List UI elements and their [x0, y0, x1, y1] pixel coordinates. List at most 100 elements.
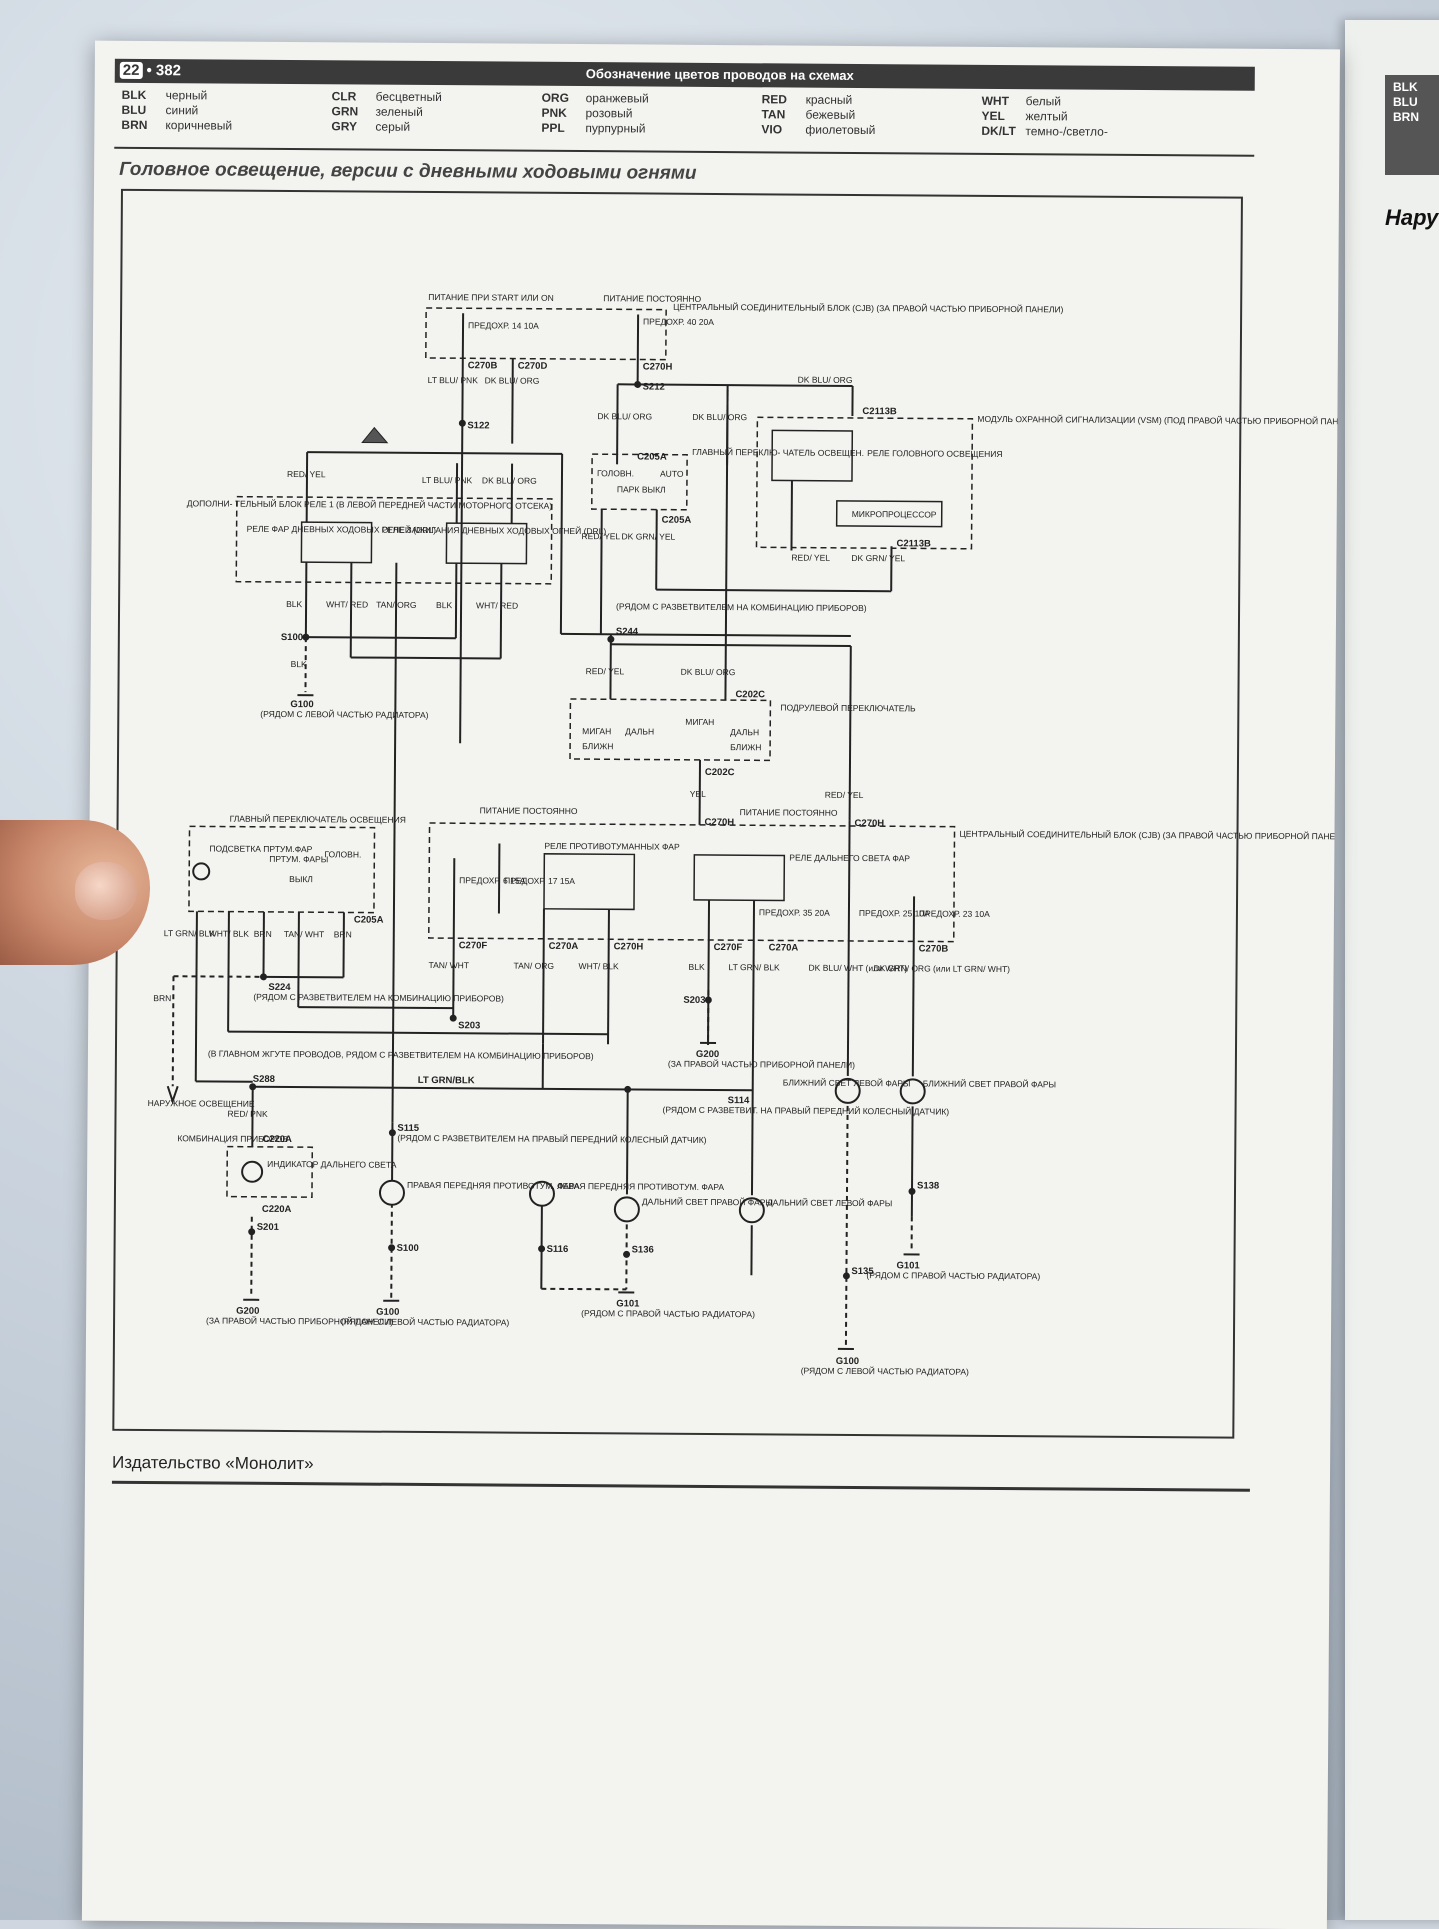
diagram-label: РЕЛЕ ГОЛОВНОГО ОСВЕЩЕНИЯ	[867, 448, 1002, 459]
diagram-label: ПРЕДОХР. 14 10A	[468, 320, 539, 330]
diagram-label: DK BLU/ ORG	[692, 412, 747, 422]
diagram-label: БЛИЖН	[582, 741, 613, 751]
diagram-label: МОДУЛЬ ОХРАННОЙ СИГНАЛИЗАЦИИ (VSM) (ПОД …	[977, 413, 1340, 427]
publisher-footer: Издательство «Монолит»	[112, 1453, 314, 1474]
diagram-label: DK GRN/ YEL	[622, 531, 676, 541]
diagram-label: LT GRN/BLK	[418, 1075, 475, 1086]
diagram-label: (РЯДОМ С ЛЕВОЙ ЧАСТЬЮ РАДИАТОРА)	[801, 1365, 969, 1377]
diagram-label: РЕЛЕ ЗАЖИГАНИЯ ДНЕВНЫХ ХОДОВЫХ ОГНЕЙ (DR…	[382, 524, 607, 537]
diagram-label: ДАЛЬН	[625, 726, 654, 736]
diagram-label: C202C	[705, 767, 735, 778]
diagram-label: BLK	[291, 659, 307, 669]
diagram-label: S122	[467, 420, 489, 431]
diagram-label: DK BLU/ ORG	[482, 475, 537, 485]
diagram-label: ЛЕВАЯ ПЕРЕДНЯЯ ПРОТИВОТУМ. ФАРА	[557, 1181, 724, 1192]
diagram-label: ПРЕДОХР. 40 20A	[643, 316, 714, 326]
diagram-label: DK BLU/ ORG	[485, 375, 540, 385]
diagram-label: TAN/ WHT	[429, 960, 470, 970]
diagram-label: ПИТАНИЕ ПОСТОЯННО	[480, 805, 578, 816]
diagram-label: S203	[458, 1020, 480, 1031]
diagram-label: C270F	[714, 942, 743, 953]
diagram-label: ДОПОЛНИ- ТЕЛЬНЫЙ БЛОК РЕЛЕ 1 (В ЛЕВОЙ ПЕ…	[187, 497, 553, 511]
diagram-label: НАРУЖНОЕ ОСВЕЩЕНИЕ	[148, 1098, 255, 1109]
diagram-label: (РЯДОМ С РАЗВЕТВИТЕЛЕМ НА КОМБИНАЦИЮ ПРИ…	[616, 601, 867, 613]
diagram-label: ПРЕДОХР. 23 10A	[919, 908, 990, 918]
diagram-label: RED/ YEL	[287, 469, 326, 479]
diagram-label: S136	[632, 1244, 654, 1255]
diagram-label: C270F	[459, 940, 488, 951]
diagram-label: ПРТУМ. ФАРЫ	[269, 854, 328, 864]
manual-page: 22• 382 Обозначение цветов проводов на с…	[82, 41, 1340, 1929]
diagram-label: ГЛАВНЫЙ ПЕРЕКЛЮЧАТЕЛЬ ОСВЕЩЕНИЯ	[230, 813, 406, 825]
diagram-label: ДАЛЬН	[730, 727, 759, 737]
adjacent-page: BLK BLU BRN Нару	[1345, 20, 1439, 1920]
diagram-label: РЕЛЕ ПРОТИВОТУМАННЫХ ФАР	[544, 841, 680, 852]
diagram-label: RED/ YEL	[586, 666, 625, 676]
diagram-label: AUTO	[660, 469, 684, 479]
diagram-label: ВЫКЛ	[642, 484, 666, 494]
diagram-label: BRN	[334, 929, 352, 939]
diagram-label: ПАРК	[617, 484, 640, 494]
diagram-label: WHT/ BLK	[209, 928, 250, 938]
diagram-label: RED/ PNK	[227, 1109, 268, 1119]
diagram-label: C205A	[662, 515, 692, 526]
diagram-label: RED/ YEL	[825, 790, 864, 800]
diagram-label: C270H	[614, 941, 644, 952]
diagram-label: МИГАН	[582, 726, 611, 736]
diagram-label: БЛИЖНИЙ СВЕТ ЛЕВОЙ ФАРЫ	[783, 1076, 911, 1088]
diagram-label: TAN/ ORG	[376, 600, 417, 610]
diagram-label: ЦЕНТРАЛЬНЫЙ СОЕДИНИТЕЛЬНЫЙ БЛОК (CJB) (З…	[673, 301, 1063, 315]
diagram-label: ПИТАНИЕ ПРИ START ИЛИ ON	[428, 292, 554, 303]
diagram-label: BLK	[689, 962, 705, 972]
adjacent-heading: Нару	[1385, 205, 1438, 231]
diagram-label: DK BLU/ ORG	[597, 411, 652, 421]
diagram-label: (РЯДОМ С РАЗВЕТВИТ. НА ПРАВЫЙ ПЕРЕДНИЙ К…	[663, 1104, 950, 1117]
diagram-label: WHT/ BLK	[579, 961, 620, 971]
diagram-label: DK GRN/ YEL	[851, 553, 905, 563]
diagram-label: S138	[917, 1180, 939, 1191]
adjacent-code: BRN	[1393, 110, 1419, 124]
diagram-label: C2113B	[896, 538, 931, 549]
diagram-label: WHT/ RED	[476, 600, 518, 610]
diagram-label: (РЯДОМ С ЛЕВОЙ ЧАСТЬЮ РАДИАТОРА)	[341, 1315, 509, 1327]
diagram-label: S212	[643, 381, 665, 392]
diagram-label: ДАЛЬНИЙ СВЕТ ПРАВОЙ ФАРЫ	[642, 1196, 773, 1208]
diagram-label: S100	[397, 1243, 419, 1254]
diagram-label: (РЯДОМ С ПРАВОЙ ЧАСТЬЮ РАДИАТОРА)	[581, 1307, 755, 1319]
diagram-label: ПОДРУЛЕВОЙ ПЕРЕКЛЮЧАТЕЛЬ	[780, 701, 916, 713]
diagram-label: ПИТАНИЕ ПОСТОЯННО	[740, 807, 838, 818]
diagram-label: (РЯДОМ С РАЗВЕТВИТЕЛЕМ НА ПРАВЫЙ ПЕРЕДНИ…	[397, 1132, 706, 1145]
diagram-label: ЦЕНТРАЛЬНЫЙ СОЕДИНИТЕЛЬНЫЙ БЛОК (CJB) (З…	[959, 828, 1340, 842]
diagram-label: BLK	[286, 599, 302, 609]
diagram-label: LT BLU/ PNK	[422, 475, 473, 485]
diagram-label: BRN	[254, 929, 272, 939]
diagram-label: C270H	[643, 361, 673, 372]
diagram-label: (РЯДОМ С РАЗВЕТВИТЕЛЕМ НА КОМБИНАЦИЮ ПРИ…	[253, 992, 504, 1004]
diagram-label: МИГАН	[685, 717, 714, 727]
diagram-label: BLK	[436, 600, 452, 610]
diagram-label: C205A	[354, 914, 384, 925]
diagram-label: DK GRN/ ORG (или LT GRN/ WHT)	[874, 963, 1011, 974]
diagram-label: TAN/ WHT	[284, 929, 325, 939]
diagram-label: DK BLU/ ORG	[798, 375, 853, 385]
diagram-label: ГОЛОВН.	[597, 468, 634, 478]
diagram-label: S100	[281, 632, 303, 643]
diagram-label: C202C	[735, 689, 765, 700]
diagram-label: C205A	[637, 451, 667, 462]
diagram-label: БЛИЖН	[730, 742, 761, 752]
diagram-label: ГОЛОВН.	[324, 849, 361, 859]
diagram-label: BRN	[153, 993, 171, 1003]
adjacent-code: BLU	[1393, 95, 1418, 109]
diagram-label: ИНДИКАТОР ДАЛЬНЕГО СВЕТА	[267, 1159, 397, 1170]
diagram-label: LT GRN/ BLK	[729, 962, 781, 972]
diagram-label: C220A	[262, 1204, 292, 1215]
diagram-label: C270B	[919, 943, 949, 954]
diagram-label: (В ГЛАВНОМ ЖГУТЕ ПРОВОДОВ, РЯДОМ С РАЗВЕ…	[208, 1048, 594, 1061]
diagram-label: S116	[547, 1244, 569, 1255]
thumbnail-nail	[75, 862, 137, 920]
diagram-label: C270A	[549, 941, 579, 952]
diagram-label: TAN/ ORG	[514, 961, 555, 971]
wiring-diagram: ПИТАНИЕ ПРИ START ИЛИ ON ПИТАНИЕ ПОСТОЯН…	[85, 41, 1340, 1500]
diagram-label: ПРАВАЯ ПЕРЕДНЯЯ ПРОТИВОТУМ. ФАРА	[407, 1180, 580, 1191]
diagram-label: C2113B	[862, 406, 897, 417]
